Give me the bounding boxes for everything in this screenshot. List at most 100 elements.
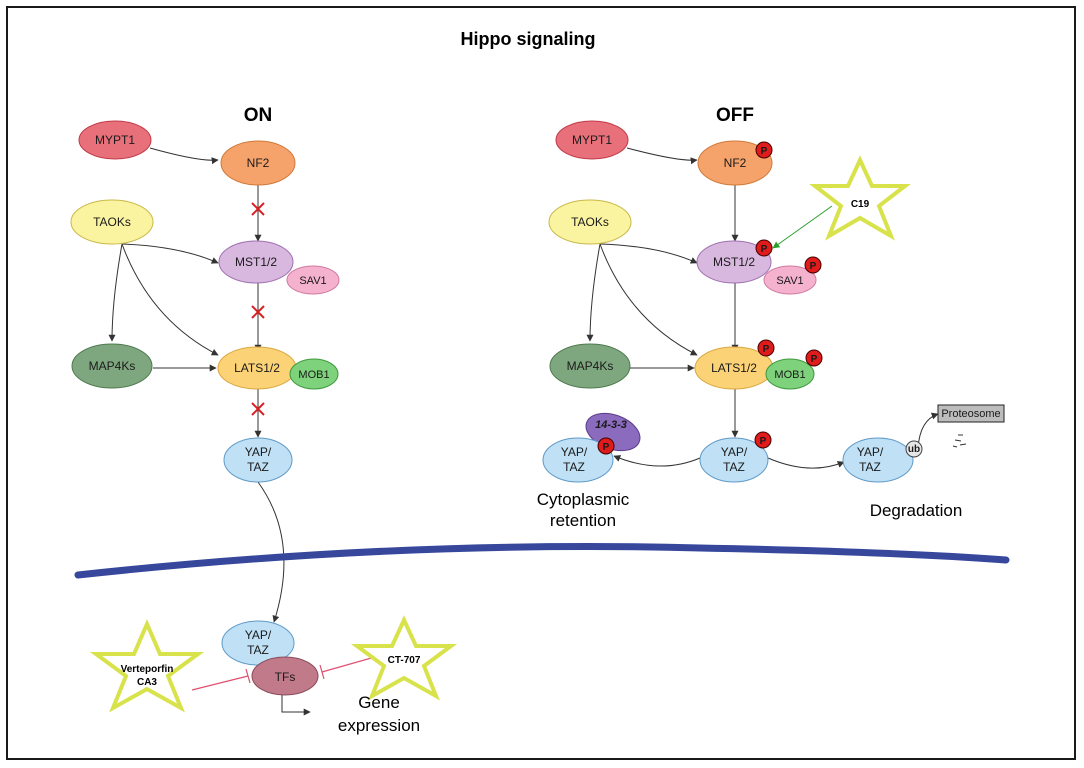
off-node-map4ks: MAP4Ks [549,343,631,389]
svg-text:LATS1/2: LATS1/2 [234,361,280,375]
ct707-star: CT-707 [350,615,458,701]
svg-text:Verteporfin: Verteporfin [121,664,174,675]
svg-text:C19: C19 [851,199,870,210]
svg-text:MAP4Ks: MAP4Ks [89,359,136,373]
svg-text:TAZ: TAZ [723,460,745,474]
phospho-icon: P [755,239,773,257]
off-node-mypt1: MYPT1 [555,120,629,160]
off-node-yap-taz: YAP/ TAZ [699,437,769,483]
edge-taoks-mst-off [599,243,698,264]
cross-icon [251,305,265,319]
edge-yap-nucleus [257,481,285,623]
on-edges [108,147,285,623]
nuclear-membrane [74,543,1010,579]
svg-text:LATS1/2: LATS1/2 [711,361,757,375]
off-node-mob1: MOB1 [765,358,815,390]
phospho-icon: P [755,141,773,159]
ubiquitin-tag: ub [905,440,923,458]
phospho-icon: P [754,431,772,449]
verteporfin-star: Verteporfin CA3 [89,618,205,713]
degradation-fragments-icon [952,434,967,448]
svg-text:P: P [761,146,768,157]
on-node-lats12: LATS1/2 [217,346,297,390]
svg-text:14-3-3: 14-3-3 [595,419,627,431]
gene-expression-label: Gene [358,693,400,712]
on-node-mob1: MOB1 [289,358,339,390]
svg-text:TAZ: TAZ [247,460,269,474]
cytoplasmic-retention-label-2: retention [550,511,616,530]
phospho-icon: P [805,349,823,367]
svg-text:YAP/: YAP/ [857,445,884,459]
c19-star: C19 [809,155,911,241]
off-node-sav1: SAV1 [763,265,817,295]
edge-taoks-lats [121,243,219,356]
svg-text:P: P [810,261,817,272]
svg-text:ub: ub [908,444,920,455]
svg-text:NF2: NF2 [247,156,270,170]
off-edges [586,147,939,469]
edge-yap-degradation [767,457,845,469]
proteosome-box: Proteosome [937,404,1005,423]
off-heading: OFF [716,105,754,126]
phospho-icon: P [757,339,775,357]
svg-text:YAP/: YAP/ [561,445,588,459]
on-node-sav1: SAV1 [286,265,340,295]
on-node-mst12: MST1/2 [218,240,294,284]
svg-text:CT-707: CT-707 [388,655,421,666]
svg-text:TAZ: TAZ [563,460,585,474]
svg-text:YAP/: YAP/ [721,445,748,459]
svg-text:TAOKs: TAOKs [93,215,131,229]
gene-expression-label-2: expression [338,716,420,735]
edge-ub-proteosome [917,412,939,449]
svg-text:YAP/: YAP/ [245,445,272,459]
on-node-nf2: NF2 [220,140,296,186]
off-node-yap-taz-degraded: YAP/ TAZ [842,437,914,483]
svg-text:SAV1: SAV1 [776,275,803,287]
on-node-taoks: TAOKs [70,199,154,245]
svg-text:P: P [760,436,767,447]
on-node-map4ks: MAP4Ks [71,343,153,389]
off-node-mst12: MST1/2 [696,240,772,284]
svg-text:MAP4Ks: MAP4Ks [567,359,614,373]
svg-text:YAP/: YAP/ [245,628,272,642]
figure-frame [6,6,1076,760]
off-node-lats12: LATS1/2 [694,346,774,390]
phospho-icon: P [804,256,822,274]
cross-icon [251,402,265,416]
cross-icon [251,202,265,216]
svg-text:TAOKs: TAOKs [571,215,609,229]
edge-mypt1-nf2-off [626,147,698,165]
svg-text:TFs: TFs [275,670,296,684]
on-node-mypt1: MYPT1 [78,120,152,160]
svg-text:MOB1: MOB1 [298,369,329,381]
svg-text:MST1/2: MST1/2 [235,255,277,269]
svg-text:SAV1: SAV1 [299,275,326,287]
svg-text:P: P [763,344,770,355]
svg-text:Proteosome: Proteosome [941,408,1000,420]
phospho-markers: P P P P P P P [597,141,823,455]
edge-taoks-map4ks [108,243,123,342]
edge-taoks-lats-off [599,243,698,356]
inhibition-crosses [251,202,265,416]
svg-text:TAZ: TAZ [247,643,269,657]
svg-text:MYPT1: MYPT1 [572,133,612,147]
edge-yap-retention [613,455,701,467]
svg-text:CA3: CA3 [137,677,157,688]
svg-text:P: P [811,354,818,365]
svg-text:NF2: NF2 [724,156,747,170]
nucleus-node-yap-taz: YAP/ TAZ [221,620,295,666]
svg-text:MYPT1: MYPT1 [95,133,135,147]
phospho-icon: P [597,437,615,455]
edge-c19-mst [772,205,833,249]
svg-text:TAZ: TAZ [859,460,881,474]
diagram-title: Hippo signaling [461,29,596,49]
edge-taoks-mst [121,243,219,264]
off-node-yap-taz-retained: YAP/ TAZ [542,437,614,483]
degradation-label: Degradation [870,501,963,520]
svg-text:MOB1: MOB1 [774,369,805,381]
nucleus-node-tfs: TFs [251,656,319,696]
edge-taoks-map4ks-off [586,243,601,342]
off-node-taoks: TAOKs [548,199,632,245]
off-node-nf2: NF2 [697,140,773,186]
